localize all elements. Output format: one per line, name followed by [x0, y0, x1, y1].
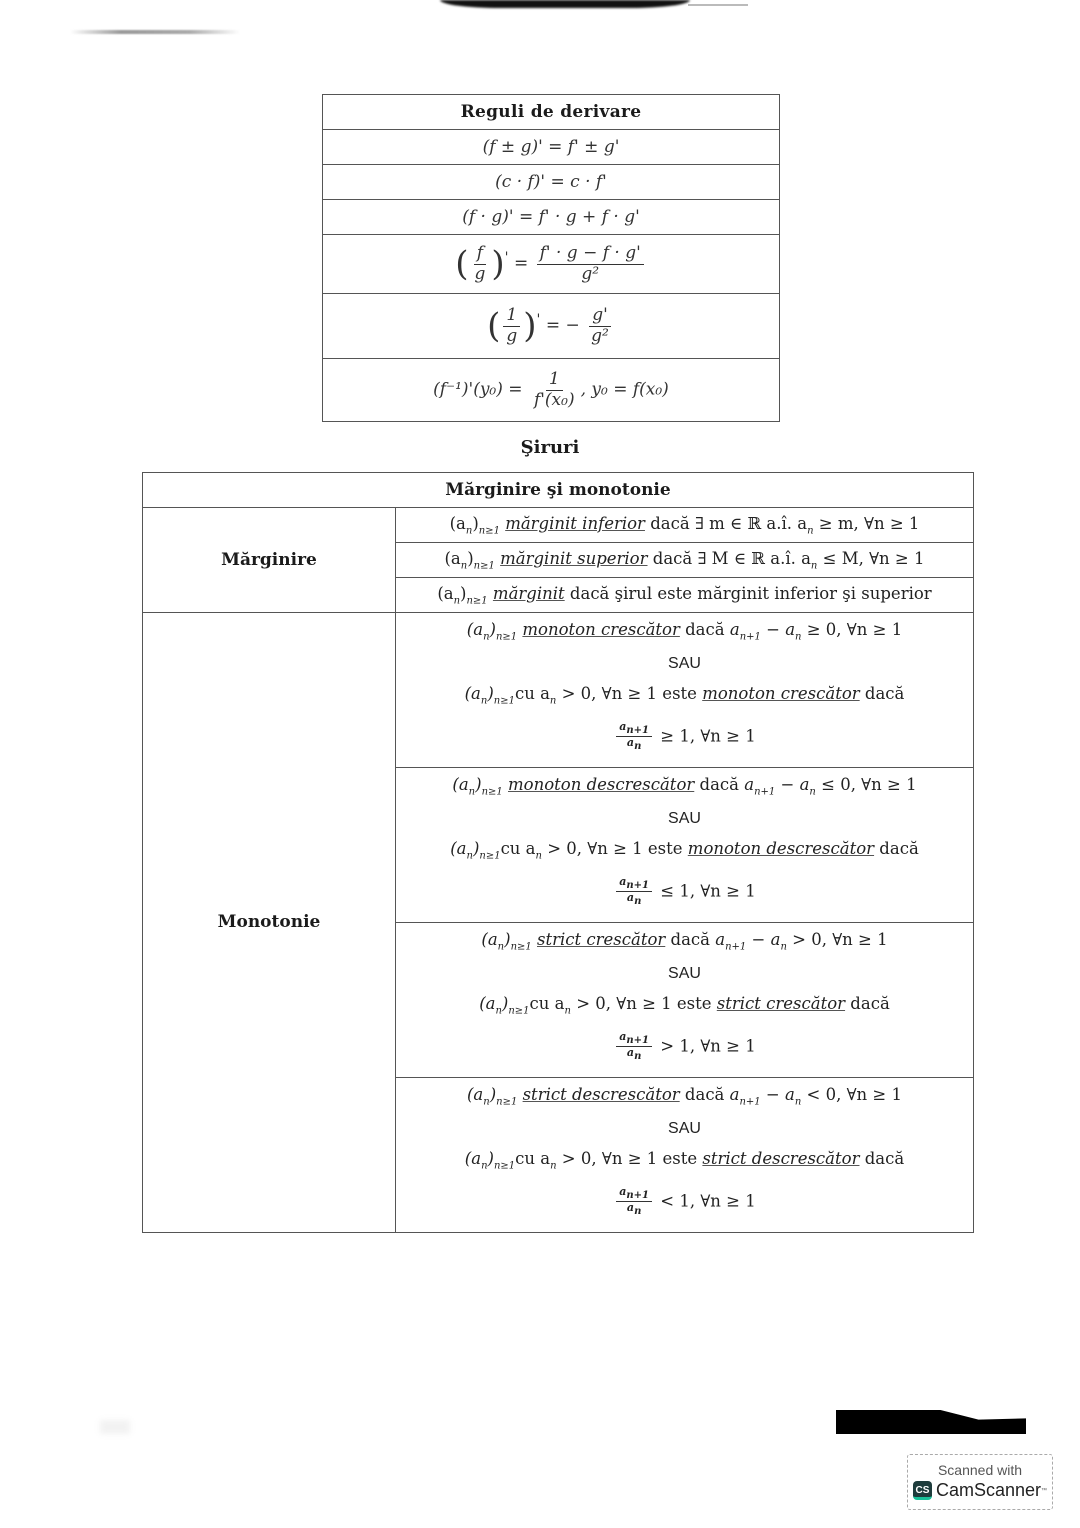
row-bounded: (an)n≥1 mărginit dacă şirul este mărgini…	[395, 577, 974, 613]
redaction-bar	[836, 1410, 1026, 1434]
scan-artifact-bottom-left	[100, 1420, 130, 1434]
sequences-table-header: Mărginire şi monotonie	[142, 472, 974, 508]
derivative-rules-table: Reguli de derivare (f ± g)' = f' ± g' (c…	[322, 94, 780, 422]
group-label-monotonie: Monotonie	[142, 612, 396, 1233]
row-bounded-below: (an)n≥1 mărginit inferior dacă ∃ m ∈ ℝ a…	[395, 507, 974, 543]
rule-product: (f · g)' = f' · g + f · g'	[322, 199, 780, 235]
row-monotone-decreasing: (an)n≥1 monoton descrescător dacă an+1 −…	[395, 766, 974, 923]
scan-artifact-top-line	[688, 4, 748, 6]
scan-artifact-left	[70, 30, 240, 34]
derivative-rules-title: Reguli de derivare	[322, 94, 780, 130]
row-strictly-increasing: (an)n≥1 strict crescător dacă an+1 − an …	[395, 921, 974, 1078]
scan-artifact-top	[440, 0, 690, 8]
watermark-caption: Scanned with	[937, 1462, 1023, 1478]
watermark-brand: CamScanner	[935, 1480, 1042, 1500]
row-strictly-decreasing: (an)n≥1 strict descrescător dacă an+1 − …	[395, 1076, 974, 1233]
row-bounded-above: (an)n≥1 mărginit superior dacă ∃ M ∈ ℝ a…	[395, 542, 974, 578]
row-monotone-increasing: (an)n≥1 monoton crescător dacă an+1 − an…	[395, 612, 974, 768]
group-label-marginire: Mărginire	[142, 507, 396, 613]
rule-sum: (f ± g)' = f' ± g'	[322, 129, 780, 165]
sequences-table: Mărginire şi monotonie Mărginire (an)n≥1…	[142, 472, 974, 1233]
rule-constant: (c · f)' = c · f'	[322, 164, 780, 200]
section-title-siruri: Şiruri	[520, 437, 580, 458]
camscanner-logo-icon: CS	[912, 1481, 932, 1500]
